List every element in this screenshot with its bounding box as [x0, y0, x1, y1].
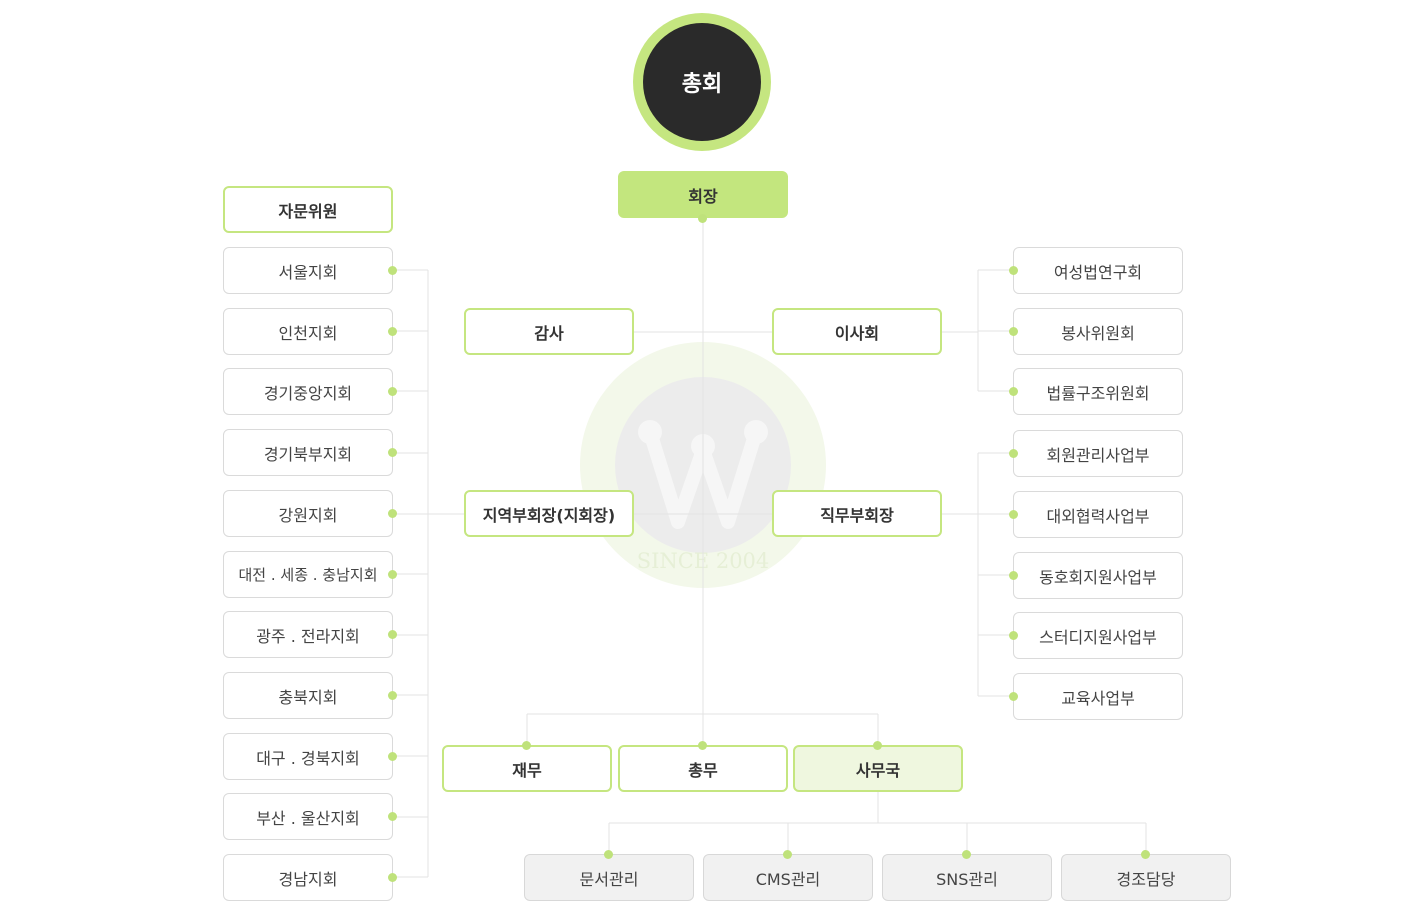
duty-dept-node: 동호회지원사업부 — [1013, 552, 1183, 599]
connector-dot — [1141, 850, 1150, 859]
board-group-node: 봉사위원회 — [1013, 308, 1183, 355]
connector-dot — [962, 850, 971, 859]
connector-dot — [1009, 266, 1018, 275]
branch-node: 서울지회 — [223, 247, 393, 294]
connector-dot — [1009, 510, 1018, 519]
connector-dot — [388, 752, 397, 761]
branch-node: 경남지회 — [223, 854, 393, 901]
connector-dot — [1009, 571, 1018, 580]
secretariat-sub-node: 경조담당 — [1061, 854, 1231, 901]
finance-node: 재무 — [442, 745, 612, 792]
branch-node: 광주 . 전라지회 — [223, 611, 393, 658]
board-group-node: 여성법연구회 — [1013, 247, 1183, 294]
connector-dot — [783, 850, 792, 859]
branch-node: 부산 . 울산지회 — [223, 793, 393, 840]
board-group-node: 법률구조위원회 — [1013, 368, 1183, 415]
duty-dept-node: 대외협력사업부 — [1013, 491, 1183, 538]
connector-dot — [388, 873, 397, 882]
connector-dot — [1009, 387, 1018, 396]
secretariat-sub-node: SNS관리 — [882, 854, 1052, 901]
branch-node: 경기북부지회 — [223, 429, 393, 476]
branch-node: 강원지회 — [223, 490, 393, 537]
connector-dot — [388, 691, 397, 700]
connector-dot — [604, 850, 613, 859]
assembly-label: 총회 — [643, 23, 761, 141]
connector-dot — [388, 266, 397, 275]
connector-dot — [388, 448, 397, 457]
board-node: 이사회 — [772, 308, 942, 355]
branch-node: 충북지회 — [223, 672, 393, 719]
connector-dot — [388, 570, 397, 579]
duty-dept-node: 교육사업부 — [1013, 673, 1183, 720]
branch-node: 대구 . 경북지회 — [223, 733, 393, 780]
duty-dept-node: 회원관리사업부 — [1013, 430, 1183, 477]
advisory-node: 자문위원 — [223, 186, 393, 233]
connector-dot — [1009, 449, 1018, 458]
connector-dot — [1009, 327, 1018, 336]
audit-node: 감사 — [464, 308, 634, 355]
connector-dot — [388, 812, 397, 821]
connector-dot — [522, 741, 531, 750]
duty-dept-node: 스터디지원사업부 — [1013, 612, 1183, 659]
connector-dot — [873, 741, 882, 750]
general-affairs-node: 총무 — [618, 745, 788, 792]
regional-vp-node: 지역부회장(지회장) — [464, 490, 634, 537]
connector-dot — [388, 509, 397, 518]
connector-dot — [1009, 692, 1018, 701]
connector-dot — [388, 327, 397, 336]
secretariat-node: 사무국 — [793, 745, 963, 792]
assembly-node: 총회 — [633, 13, 771, 151]
secretariat-sub-node: 문서관리 — [524, 854, 694, 901]
connector-dot — [698, 741, 707, 750]
branch-node: 인천지회 — [223, 308, 393, 355]
connector-dot — [1009, 631, 1018, 640]
president-node: 회장 — [618, 171, 788, 218]
duty-vp-node: 직무부회장 — [772, 490, 942, 537]
connector-dot — [698, 214, 707, 223]
connector-dot — [388, 387, 397, 396]
branch-node: 대전 . 세종 . 충남지회 — [223, 551, 393, 598]
branch-node: 경기중앙지회 — [223, 368, 393, 415]
connector-dot — [388, 630, 397, 639]
secretariat-sub-node: CMS관리 — [703, 854, 873, 901]
